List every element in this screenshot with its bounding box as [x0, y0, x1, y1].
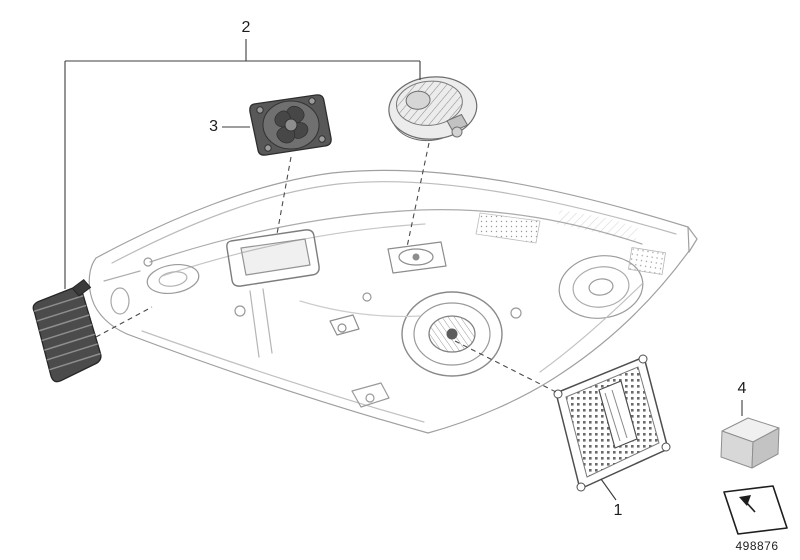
callout-4[interactable]: 4 [737, 380, 747, 397]
callout-1[interactable]: 1 [613, 502, 623, 519]
callout-3[interactable]: 3 [209, 118, 218, 135]
part-number: 498876 [735, 539, 779, 553]
control-unit-part [553, 354, 671, 492]
cap-box-part [720, 417, 780, 469]
label-sticker-icon [723, 485, 788, 535]
led-module-part [388, 76, 478, 142]
callout-2[interactable]: 2 [241, 19, 251, 36]
callout-lines [64, 39, 743, 501]
fan-part [249, 94, 332, 156]
headlight-assembly [88, 169, 698, 434]
connector-heatsink-part [30, 278, 105, 383]
leader-lines [95, 142, 557, 393]
